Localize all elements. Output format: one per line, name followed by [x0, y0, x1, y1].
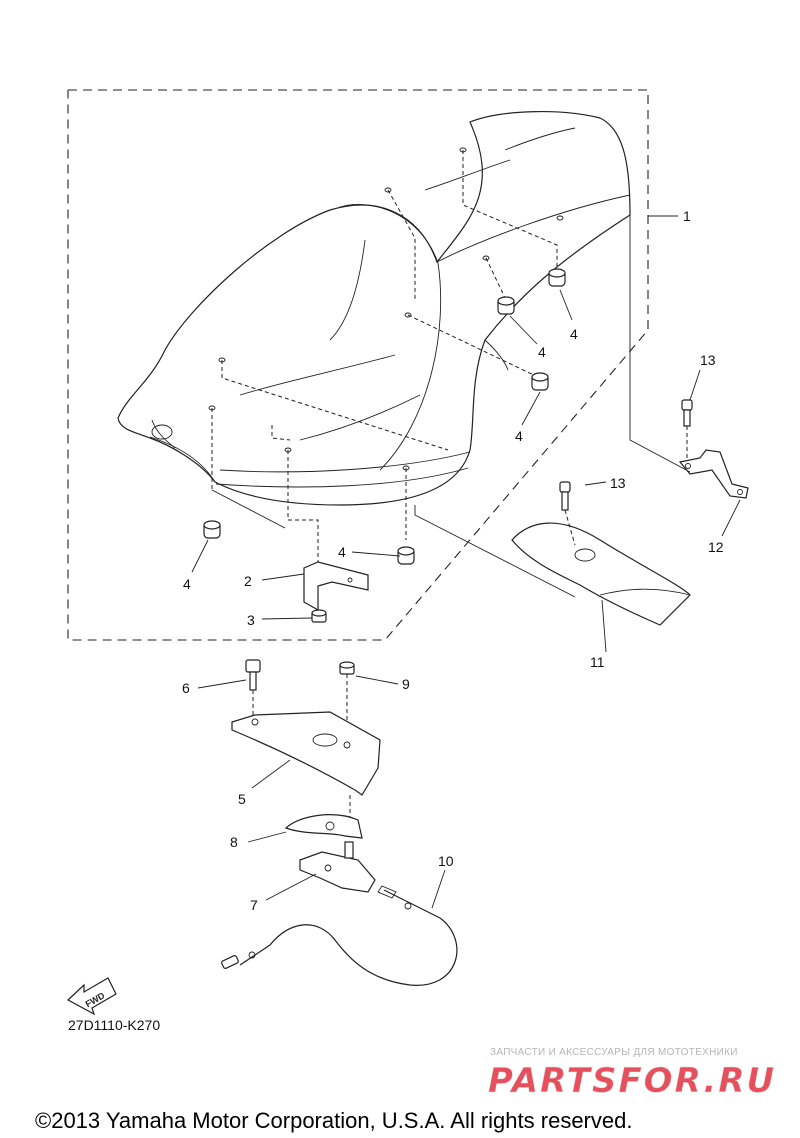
watermark-brand-b: FOR — [618, 1061, 703, 1101]
label-part-4-e: 4 — [338, 544, 346, 560]
watermark: ЗАПЧАСТИ И АКСЕССУАРЫ ДЛЯ МОТОТЕХНИКИ PA… — [488, 1047, 776, 1101]
lock-plate — [231, 711, 381, 830]
label-part-13-b: 13 — [610, 475, 626, 491]
label-part-9: 9 — [402, 676, 410, 692]
label-part-3: 3 — [247, 612, 255, 628]
mounting-guides — [208, 147, 564, 570]
forward-arrow-icon: FWD — [66, 977, 117, 1016]
bracket-nut — [311, 609, 327, 623]
label-part-12: 12 — [708, 539, 724, 555]
lock-bolt — [245, 659, 261, 720]
label-part-4-b: 4 — [538, 344, 546, 360]
label-part-2: 2 — [244, 573, 252, 589]
seat-lock-cable — [221, 885, 458, 986]
damper-4-lower-right — [397, 546, 415, 565]
diagram-code: 27D1110-K270 — [68, 1017, 160, 1033]
damper-4-upper-middle — [497, 296, 515, 315]
label-part-4-a: 4 — [570, 326, 578, 342]
plate-bolt — [559, 481, 576, 546]
label-part-11: 11 — [590, 654, 605, 670]
watermark-tagline: ЗАПЧАСТИ И АКСЕССУАРЫ ДЛЯ МОТОТЕХНИКИ — [490, 1047, 738, 1058]
stay-bolt — [681, 399, 693, 460]
label-part-5: 5 — [238, 791, 246, 807]
label-part-10: 10 — [438, 853, 454, 869]
damper-4-upper-right — [548, 268, 566, 287]
damper-4-lower-left — [203, 520, 221, 539]
copyright-notice: ©2013 Yamaha Motor Corporation, U.S.A. A… — [35, 1108, 632, 1133]
label-part-7: 7 — [250, 897, 258, 913]
seat-plate — [511, 522, 691, 626]
label-part-13-a: 13 — [700, 352, 716, 368]
watermark-brand-c: .RU — [703, 1061, 776, 1101]
label-part-6: 6 — [182, 680, 190, 696]
lock-bracket — [299, 841, 376, 893]
seat-assembly — [117, 111, 631, 506]
watermark-brand-a: PARTS — [488, 1061, 618, 1101]
watermark-logo: PARTSFOR.RU — [488, 1061, 776, 1101]
seat-bracket — [303, 561, 369, 612]
label-part-1: 1 — [683, 208, 691, 224]
assembly-boundary — [67, 89, 649, 641]
damper-4-middle — [531, 372, 549, 391]
seat-stay — [678, 449, 749, 499]
seat-lock — [284, 814, 363, 839]
label-part-4-d: 4 — [183, 576, 191, 592]
leader-lines — [191, 215, 741, 909]
label-part-4-c: 4 — [515, 428, 523, 444]
label-part-8: 8 — [230, 834, 238, 850]
